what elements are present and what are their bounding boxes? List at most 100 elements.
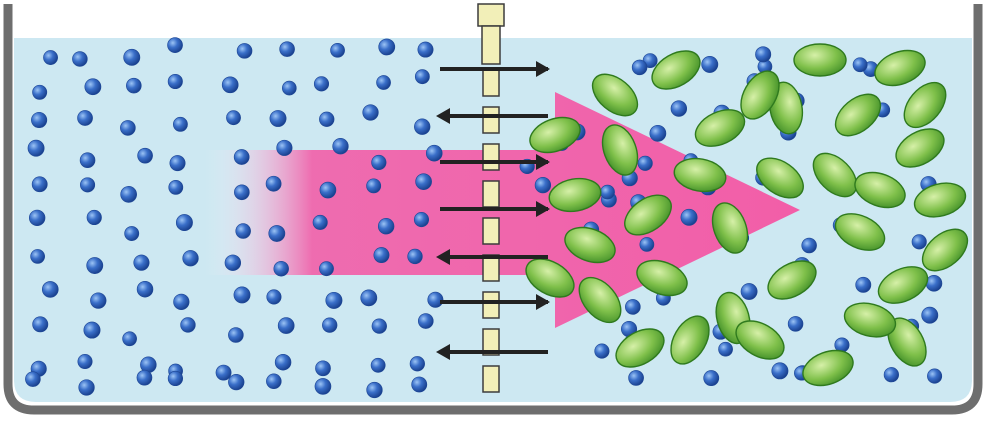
solvent-particle xyxy=(409,356,425,372)
solvent-particle xyxy=(594,343,610,359)
solvent-particle xyxy=(173,116,188,132)
solute-particle xyxy=(651,50,701,90)
solute-particle xyxy=(525,258,575,298)
solvent-particle xyxy=(273,261,289,277)
solvent-particle xyxy=(32,84,48,100)
solute-particle xyxy=(921,228,969,272)
solvent-particle xyxy=(649,124,667,142)
solvent-particle xyxy=(79,152,96,168)
solvent-particle xyxy=(362,104,379,121)
solvent-particle xyxy=(168,179,184,195)
membrane-segment xyxy=(482,180,500,208)
beaker-tank-icon xyxy=(3,4,983,415)
solute-particle xyxy=(670,315,710,365)
diffusion-arrow-right xyxy=(440,294,550,310)
solvent-particle xyxy=(911,234,927,250)
solvent-particle xyxy=(72,51,88,67)
solvent-particle xyxy=(266,373,282,390)
solvent-particle xyxy=(268,225,286,242)
solute-particle xyxy=(624,194,672,236)
solute-particle xyxy=(834,213,886,251)
solvent-particle xyxy=(600,184,615,200)
container-wall xyxy=(3,4,983,415)
solute-particle xyxy=(636,259,688,297)
solvent-particle xyxy=(78,379,95,396)
solute-particle xyxy=(694,109,746,147)
solvent-particle xyxy=(86,257,104,274)
solute-particles xyxy=(525,43,969,387)
solvent-particle xyxy=(315,360,331,377)
solvent-particle xyxy=(137,147,153,164)
solvent-particle xyxy=(136,281,154,298)
solute-particle xyxy=(601,124,639,176)
solvent-particle xyxy=(122,331,137,347)
solvent-particle xyxy=(228,374,245,391)
solvent-particle xyxy=(282,80,297,96)
solvent-particle xyxy=(680,208,698,226)
diffusion-arrow-left xyxy=(436,108,548,124)
solvent-particle xyxy=(427,291,444,308)
solvent-particle xyxy=(167,370,184,387)
solvent-particle xyxy=(43,50,58,65)
solvent-particle xyxy=(266,289,282,305)
solvent-particle xyxy=(319,261,334,277)
solvent-particle xyxy=(224,254,242,271)
solvent-particle xyxy=(90,292,107,309)
solvent-particle xyxy=(180,317,196,333)
solvent-particle xyxy=(378,38,396,56)
diffusion-arrow-right xyxy=(440,61,550,77)
solvent-particle xyxy=(417,41,434,58)
solvent-particle xyxy=(855,276,872,293)
solvent-particle xyxy=(322,317,338,333)
solvent-particle xyxy=(411,376,428,393)
solvent-particle xyxy=(120,186,137,203)
solvent-particle xyxy=(921,306,939,324)
solvent-particle xyxy=(628,370,644,386)
solvent-particle xyxy=(534,177,552,194)
solute-particle xyxy=(903,81,947,129)
solute-particle xyxy=(591,73,639,117)
solvent-particle xyxy=(77,354,93,370)
solvent-particle xyxy=(29,209,46,227)
solvent-particle xyxy=(27,139,45,157)
solvent-particle xyxy=(366,178,382,194)
membrane-segment xyxy=(482,291,500,319)
membrane-segment xyxy=(482,143,500,171)
solvent-particle xyxy=(330,42,345,58)
solvent-particle xyxy=(377,218,395,235)
solvent-particle xyxy=(136,369,153,386)
solvent-particle xyxy=(133,254,150,271)
solute-particle xyxy=(877,266,929,304)
solvent-particle xyxy=(637,155,653,171)
solute-particle xyxy=(793,43,847,77)
solvent-particle xyxy=(123,48,141,66)
solvent-particle xyxy=(234,184,250,201)
solvent-particle xyxy=(371,318,387,334)
solvent-particle xyxy=(228,327,244,343)
solvent-particle xyxy=(80,177,96,193)
solvent-particle xyxy=(371,154,387,171)
solvent-particle xyxy=(415,173,432,190)
membrane-segment xyxy=(482,69,500,97)
solvent-particle xyxy=(639,237,655,252)
membrane-segment xyxy=(482,106,500,134)
solvent-particle xyxy=(631,59,648,76)
solvent-particle xyxy=(625,299,641,315)
solvent-particle xyxy=(314,378,332,395)
diffusion-arrow-right xyxy=(440,154,550,170)
solvent-particle xyxy=(277,317,295,334)
solute-particle xyxy=(913,182,967,218)
diffusion-arrow-right xyxy=(440,201,550,217)
solvent-particle xyxy=(215,364,232,381)
membrane-top-cap xyxy=(477,3,505,27)
solvent-particle xyxy=(175,214,193,232)
solute-particle xyxy=(843,302,897,338)
solvent-particle xyxy=(373,247,390,264)
solvent-particle xyxy=(927,368,943,384)
solvent-particle xyxy=(236,43,253,59)
membrane-neck xyxy=(481,25,501,65)
solvent-particle xyxy=(407,248,423,265)
solvent-particle xyxy=(370,357,386,373)
solvent-particle xyxy=(126,77,142,94)
